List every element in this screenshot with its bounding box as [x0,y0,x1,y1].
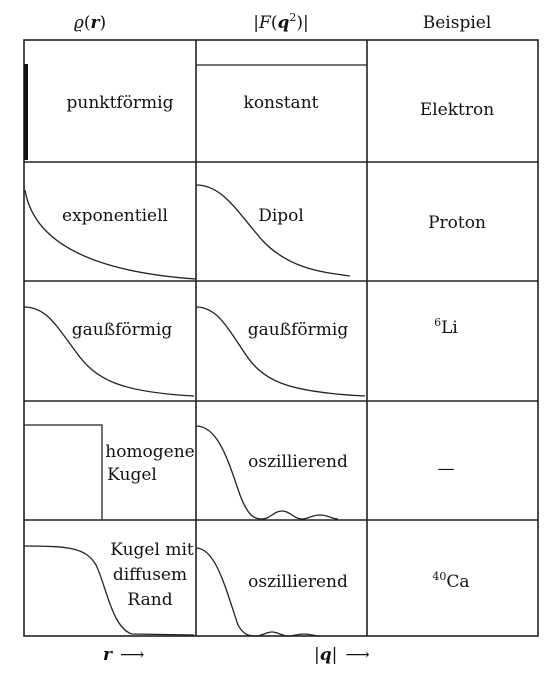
example-label: 6Li [434,316,458,338]
example-label: 40Ca [432,570,469,592]
formfactor-label: oszillierend [248,452,348,472]
table-row: exponentiell Dipol Proton [24,184,486,280]
oscillating-formfactor-sketch [195,425,339,520]
table-grid [23,39,539,637]
table-border [23,39,539,637]
header-density: ϱ(r) [74,13,106,33]
example-label: Elektron [420,100,494,120]
header-example: Beispiel [423,13,492,33]
dipole-formfactor-sketch [195,184,351,277]
box-density-sketch [24,424,103,519]
example-label: — [438,459,455,479]
density-label: punktförmig [66,93,173,113]
q-axis-caption: |q|⟶ [314,645,370,665]
table-row: gaußförmig gaußförmig 6Li [23,306,458,397]
formfactor-label: konstant [244,93,319,113]
axis-captions: r⟶ |q|⟶ [103,645,370,665]
density-label: Kugel mit [110,540,194,560]
density-label: homogene [105,442,195,462]
formfactor-label: Dipol [258,206,304,226]
gaussian-formfactor-sketch [195,306,366,397]
table-row: Kugel mit diffusem Rand oszillierend 40C… [23,540,470,637]
density-label: gaußförmig [72,320,173,340]
density-label: diffusem [113,565,187,585]
density-label: Rand [127,590,172,610]
gaussian-density-sketch [23,306,195,397]
header-row: ϱ(r) |F(q2)| Beispiel [74,11,491,33]
header-formfactor: |F(q2)| [253,11,308,33]
exponential-density-sketch [24,189,197,280]
delta-spike-sketch [24,64,28,160]
r-axis-caption: r⟶ [103,645,144,665]
oscillating-formfactor-sketch [195,547,321,637]
formfactor-label: oszillierend [248,572,348,592]
density-label: exponentiell [62,206,168,226]
diffuse-sphere-density-sketch [23,545,195,636]
density-label: Kugel [107,465,157,485]
table-row: punktförmig konstant Elektron [24,64,494,160]
formfactor-label: gaußförmig [248,320,349,340]
table-row: homogene Kugel oszillierend — [24,424,455,520]
example-label: Proton [428,213,486,233]
